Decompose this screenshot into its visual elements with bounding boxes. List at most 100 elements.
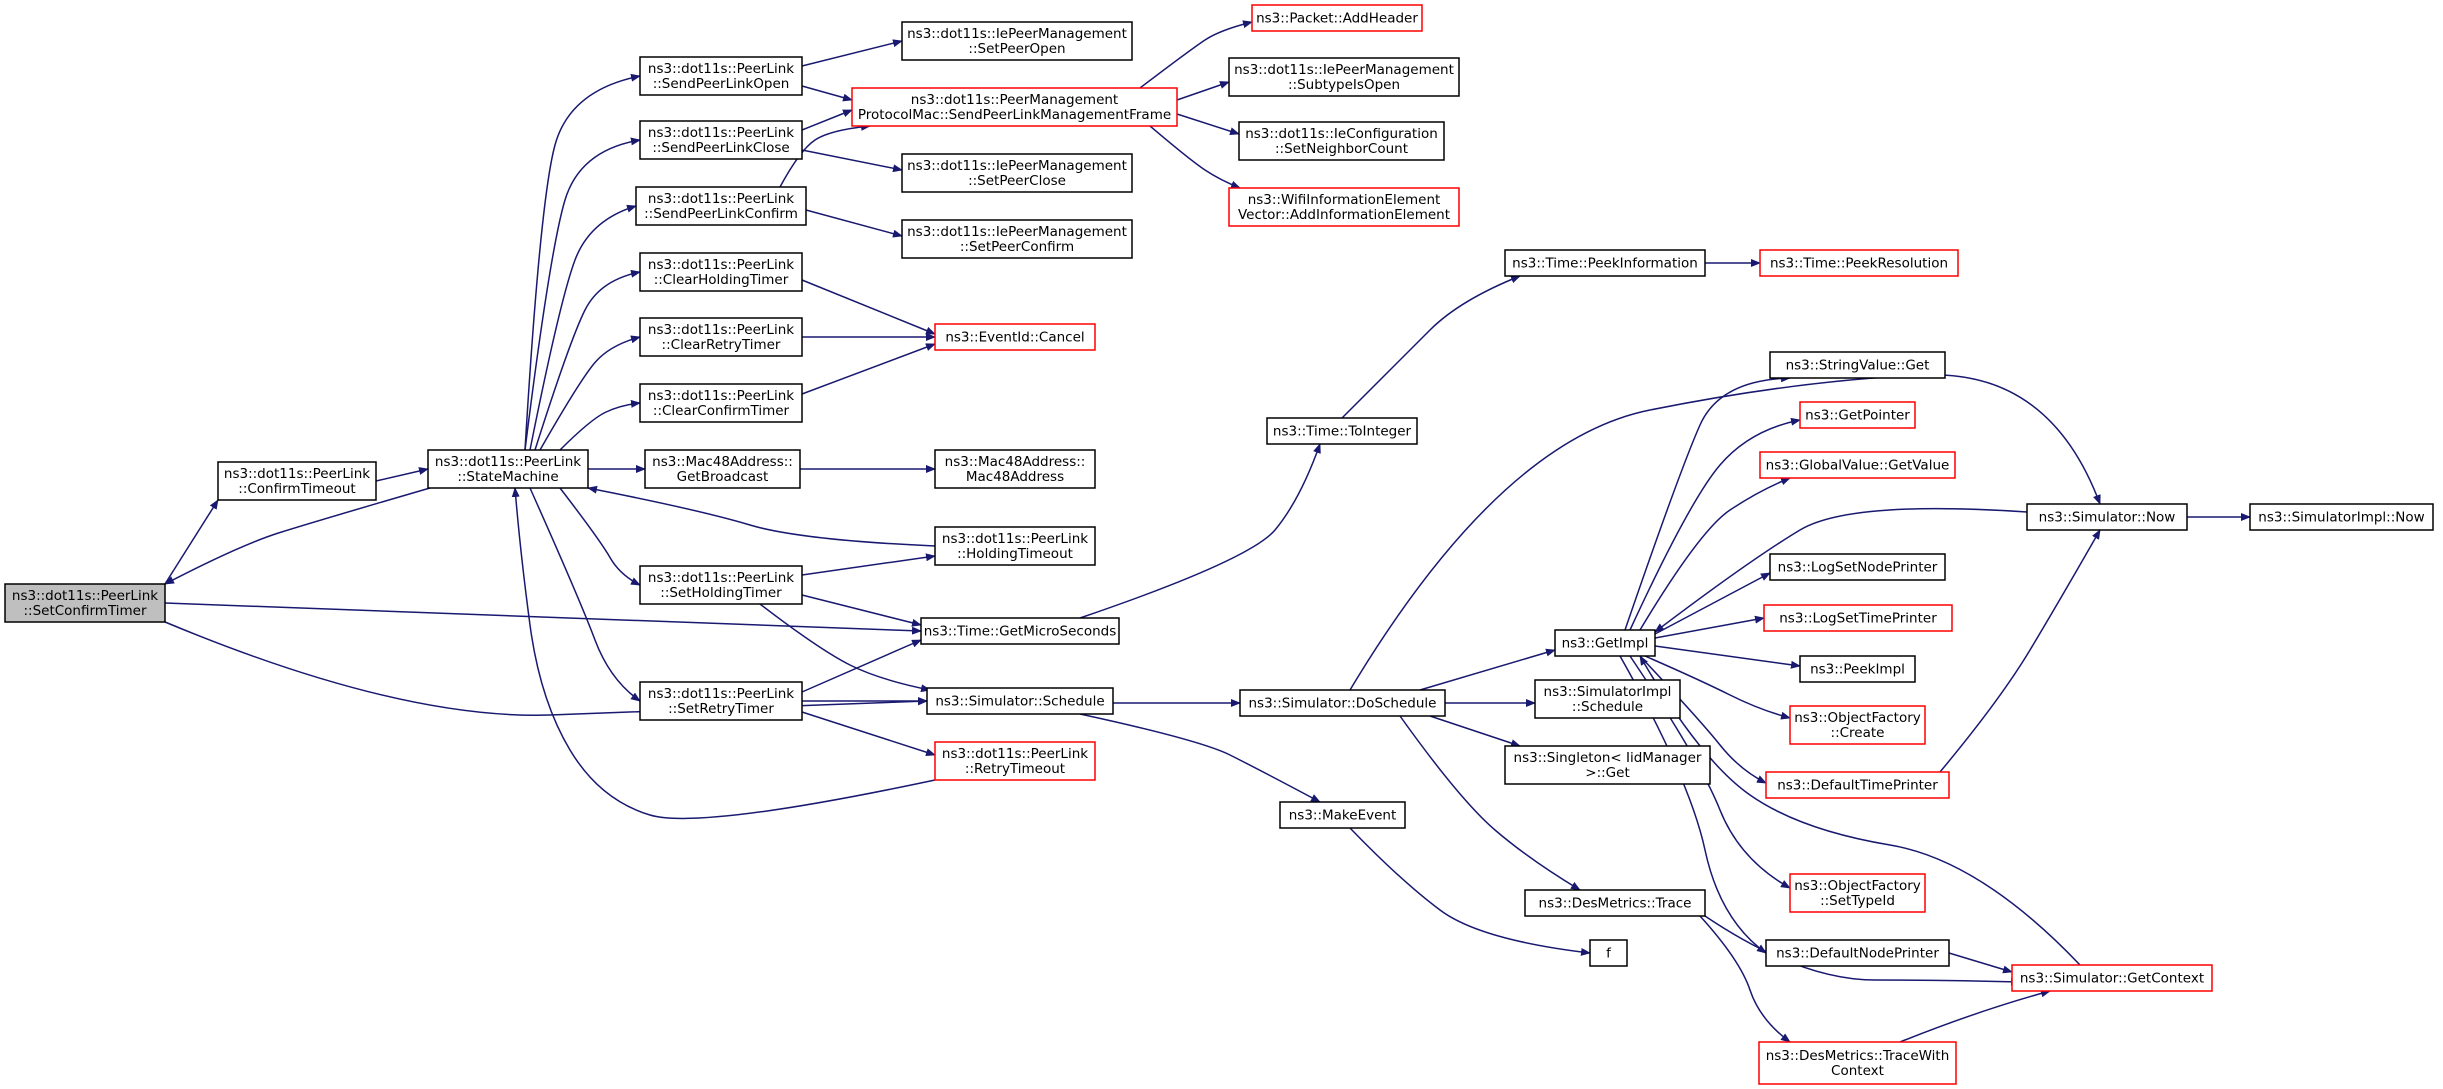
node-send-peer-link-open[interactable]: ns3::dot11s::PeerLink::SendPeerLinkOpen [639, 56, 803, 96]
edge-line [1149, 125, 1241, 189]
node-label-line: ns3::MakeEvent [1289, 808, 1397, 824]
node-holding-timeout[interactable]: ns3::dot11s::PeerLink::HoldingTimeout [934, 526, 1096, 566]
node-string-value-get[interactable]: ns3::StringValue::Get [1769, 351, 1946, 379]
node-label-line: Context [1831, 1063, 1884, 1079]
edge-line [779, 122, 871, 188]
node-get-impl[interactable]: ns3::GetImpl [1554, 629, 1656, 657]
node-f[interactable]: f [1589, 939, 1628, 967]
node-clear-confirm-timer[interactable]: ns3::dot11s::PeerLink::ClearConfirmTimer [639, 383, 803, 423]
node-label-line: ns3::Simulator::DoSchedule [1249, 696, 1437, 712]
node-label-line: ::SetConfirmTimer [23, 603, 147, 619]
edge-set_holding_timer-to-holding_timeout [801, 553, 936, 576]
node-make-event[interactable]: ns3::MakeEvent [1279, 801, 1406, 829]
node-send-peer-link-close[interactable]: ns3::dot11s::PeerLink::SendPeerLinkClose [639, 120, 803, 160]
node-set-confirm-timer[interactable]: ns3::dot11s::PeerLink::SetConfirmTimer [4, 583, 166, 623]
node-default-node-printer[interactable]: ns3::DefaultNodePrinter [1765, 939, 1950, 967]
node-label-line: ns3::dot11s::IePeerManagement [907, 26, 1127, 42]
node-state-machine[interactable]: ns3::dot11s::PeerLink::StateMachine [427, 449, 589, 489]
node-label-line: ::SetTypeId [1820, 893, 1895, 909]
node-time-peek-resolution[interactable]: ns3::Time::PeekResolution [1759, 249, 1959, 277]
edge-line [1349, 374, 2101, 691]
node-box [1239, 689, 1446, 717]
node-label-line: ::ClearConfirmTimer [653, 403, 790, 419]
node-box [920, 617, 1120, 645]
edge-get_impl-to-global_value_get_value [1639, 477, 1791, 631]
node-confirm-timeout[interactable]: ns3::dot11s::PeerLink::ConfirmTimeout [217, 461, 377, 501]
node-label-line: ::SetHoldingTimer [660, 585, 782, 601]
node-label-line: ns3::Packet::AddHeader [1256, 11, 1418, 27]
node-label-line: ::SetPeerOpen [968, 41, 1065, 57]
edge-line [801, 109, 853, 131]
edge-state_machine-to-send_peer_link_open [524, 73, 641, 451]
node-time-to-integer[interactable]: ns3::Time::ToInteger [1266, 417, 1418, 445]
edge-line [1639, 655, 2081, 966]
node-log-set-node-printer[interactable]: ns3::LogSetNodePrinter [1769, 553, 1946, 581]
node-set-holding-timer[interactable]: ns3::dot11s::PeerLink::SetHoldingTimer [639, 565, 803, 605]
node-box [934, 323, 1096, 351]
node-box [1524, 889, 1706, 917]
node-simimpl-now[interactable]: ns3::SimulatorImpl::Now [2249, 503, 2434, 531]
edge-send_peer_link_open-to-ie_set_peer_open [801, 39, 903, 67]
node-ie-set-peer-open[interactable]: ns3::dot11s::IePeerManagement::SetPeerOp… [901, 21, 1133, 61]
node-sim-now[interactable]: ns3::Simulator::Now [2026, 503, 2188, 531]
node-peek-impl[interactable]: ns3::PeekImpl [1799, 655, 1916, 683]
node-wifi-add-info-element[interactable]: ns3::WifiInformationElementVector::AddIn… [1228, 187, 1460, 227]
node-clear-retry-timer[interactable]: ns3::dot11s::PeerLink::ClearRetryTimer [639, 317, 803, 357]
node-object-factory-set-type-id[interactable]: ns3::ObjectFactory::SetTypeId [1789, 873, 1926, 913]
edge-set_retry_timer-to-retry_timeout [801, 711, 936, 757]
edge-set_confirm_timer-to-get_micro_seconds [164, 602, 922, 635]
edge-line [587, 485, 936, 547]
node-event-cancel[interactable]: ns3::EventId::Cancel [934, 323, 1096, 351]
edge-send_peer_link_open-to-send_mgmt_frame [801, 85, 853, 102]
node-ie-subtype-is-open[interactable]: ns3::dot11s::IePeerManagement::SubtypeIs… [1228, 57, 1460, 97]
node-box [4, 583, 166, 623]
node-send-mgmt-frame[interactable]: ns3::dot11s::PeerManagementProtocolMac::… [851, 87, 1178, 127]
node-box [427, 449, 589, 489]
node-box [217, 461, 377, 501]
node-box [934, 449, 1096, 489]
node-get-micro-seconds[interactable]: ns3::Time::GetMicroSeconds [920, 617, 1120, 645]
node-log-set-time-printer[interactable]: ns3::LogSetTimePrinter [1763, 604, 1953, 632]
node-retry-timeout[interactable]: ns3::dot11s::PeerLink::RetryTimeout [934, 741, 1096, 781]
node-label-line: ns3::dot11s::PeerLink [648, 686, 794, 702]
node-ie-set-peer-confirm[interactable]: ns3::dot11s::IePeerManagement::SetPeerCo… [901, 219, 1133, 259]
node-time-peek-information[interactable]: ns3::Time::PeekInformation [1504, 249, 1706, 277]
node-send-peer-link-confirm[interactable]: ns3::dot11s::PeerLink::SendPeerLinkConfi… [635, 186, 807, 226]
node-box [1789, 873, 1926, 913]
node-label-line: ns3::ObjectFactory [1794, 710, 1921, 726]
edge-state_machine-to-send_peer_link_confirm [529, 204, 637, 451]
node-box [1504, 249, 1706, 277]
node-box [1799, 401, 1916, 429]
node-singleton-get[interactable]: ns3::Singleton< IidManager>::Get [1504, 745, 1711, 785]
node-label-line: ns3::dot11s::IePeerManagement [1234, 62, 1454, 78]
node-sim-get-context[interactable]: ns3::Simulator::GetContext [2011, 964, 2213, 992]
node-global-value-get-value[interactable]: ns3::GlobalValue::GetValue [1759, 451, 1956, 479]
edge-line [1699, 915, 1791, 1043]
node-get-pointer[interactable]: ns3::GetPointer [1799, 401, 1916, 429]
edge-line [1704, 915, 2021, 986]
node-box [926, 687, 1114, 715]
node-ie-set-peer-close[interactable]: ns3::dot11s::IePeerManagement::SetPeerCl… [901, 153, 1133, 193]
edge-sim_now-to-get_impl [1654, 507, 2028, 633]
node-sim-schedule[interactable]: ns3::Simulator::Schedule [926, 687, 1114, 715]
node-mac48-ctor[interactable]: ns3::Mac48Address::Mac48Address [934, 449, 1096, 489]
node-des-metrics-trace[interactable]: ns3::DesMetrics::Trace [1524, 889, 1706, 917]
edge-line [1644, 655, 1791, 720]
node-simimpl-schedule[interactable]: ns3::SimulatorImpl::Schedule [1534, 679, 1681, 719]
node-ie-set-neighbor-count[interactable]: ns3::dot11s::IeConfiguration::SetNeighbo… [1238, 121, 1445, 161]
node-packet-add-header[interactable]: ns3::Packet::AddHeader [1251, 4, 1423, 32]
edge-send_peer_link_confirm-to-ie_set_peer_confirm [805, 209, 903, 238]
node-object-factory-create[interactable]: ns3::ObjectFactory::Create [1789, 705, 1926, 745]
node-label-line: ProtocolMac::SendPeerLinkManagementFrame [858, 107, 1171, 123]
node-set-retry-timer[interactable]: ns3::dot11s::PeerLink::SetRetryTimer [639, 681, 803, 721]
node-box [1765, 771, 1950, 799]
node-mac48-get-broadcast[interactable]: ns3::Mac48Address::GetBroadcast [644, 449, 801, 489]
node-default-time-printer[interactable]: ns3::DefaultTimePrinter [1765, 771, 1950, 799]
node-label-line: ns3::Mac48Address:: [945, 454, 1086, 470]
edge-line [559, 399, 641, 451]
node-clear-holding-timer[interactable]: ns3::dot11s::PeerLink::ClearHoldingTimer [639, 252, 803, 292]
node-sim-do-schedule[interactable]: ns3::Simulator::DoSchedule [1239, 689, 1446, 717]
edge-clear_holding_timer-to-event_cancel [801, 279, 936, 335]
node-box [639, 252, 803, 292]
